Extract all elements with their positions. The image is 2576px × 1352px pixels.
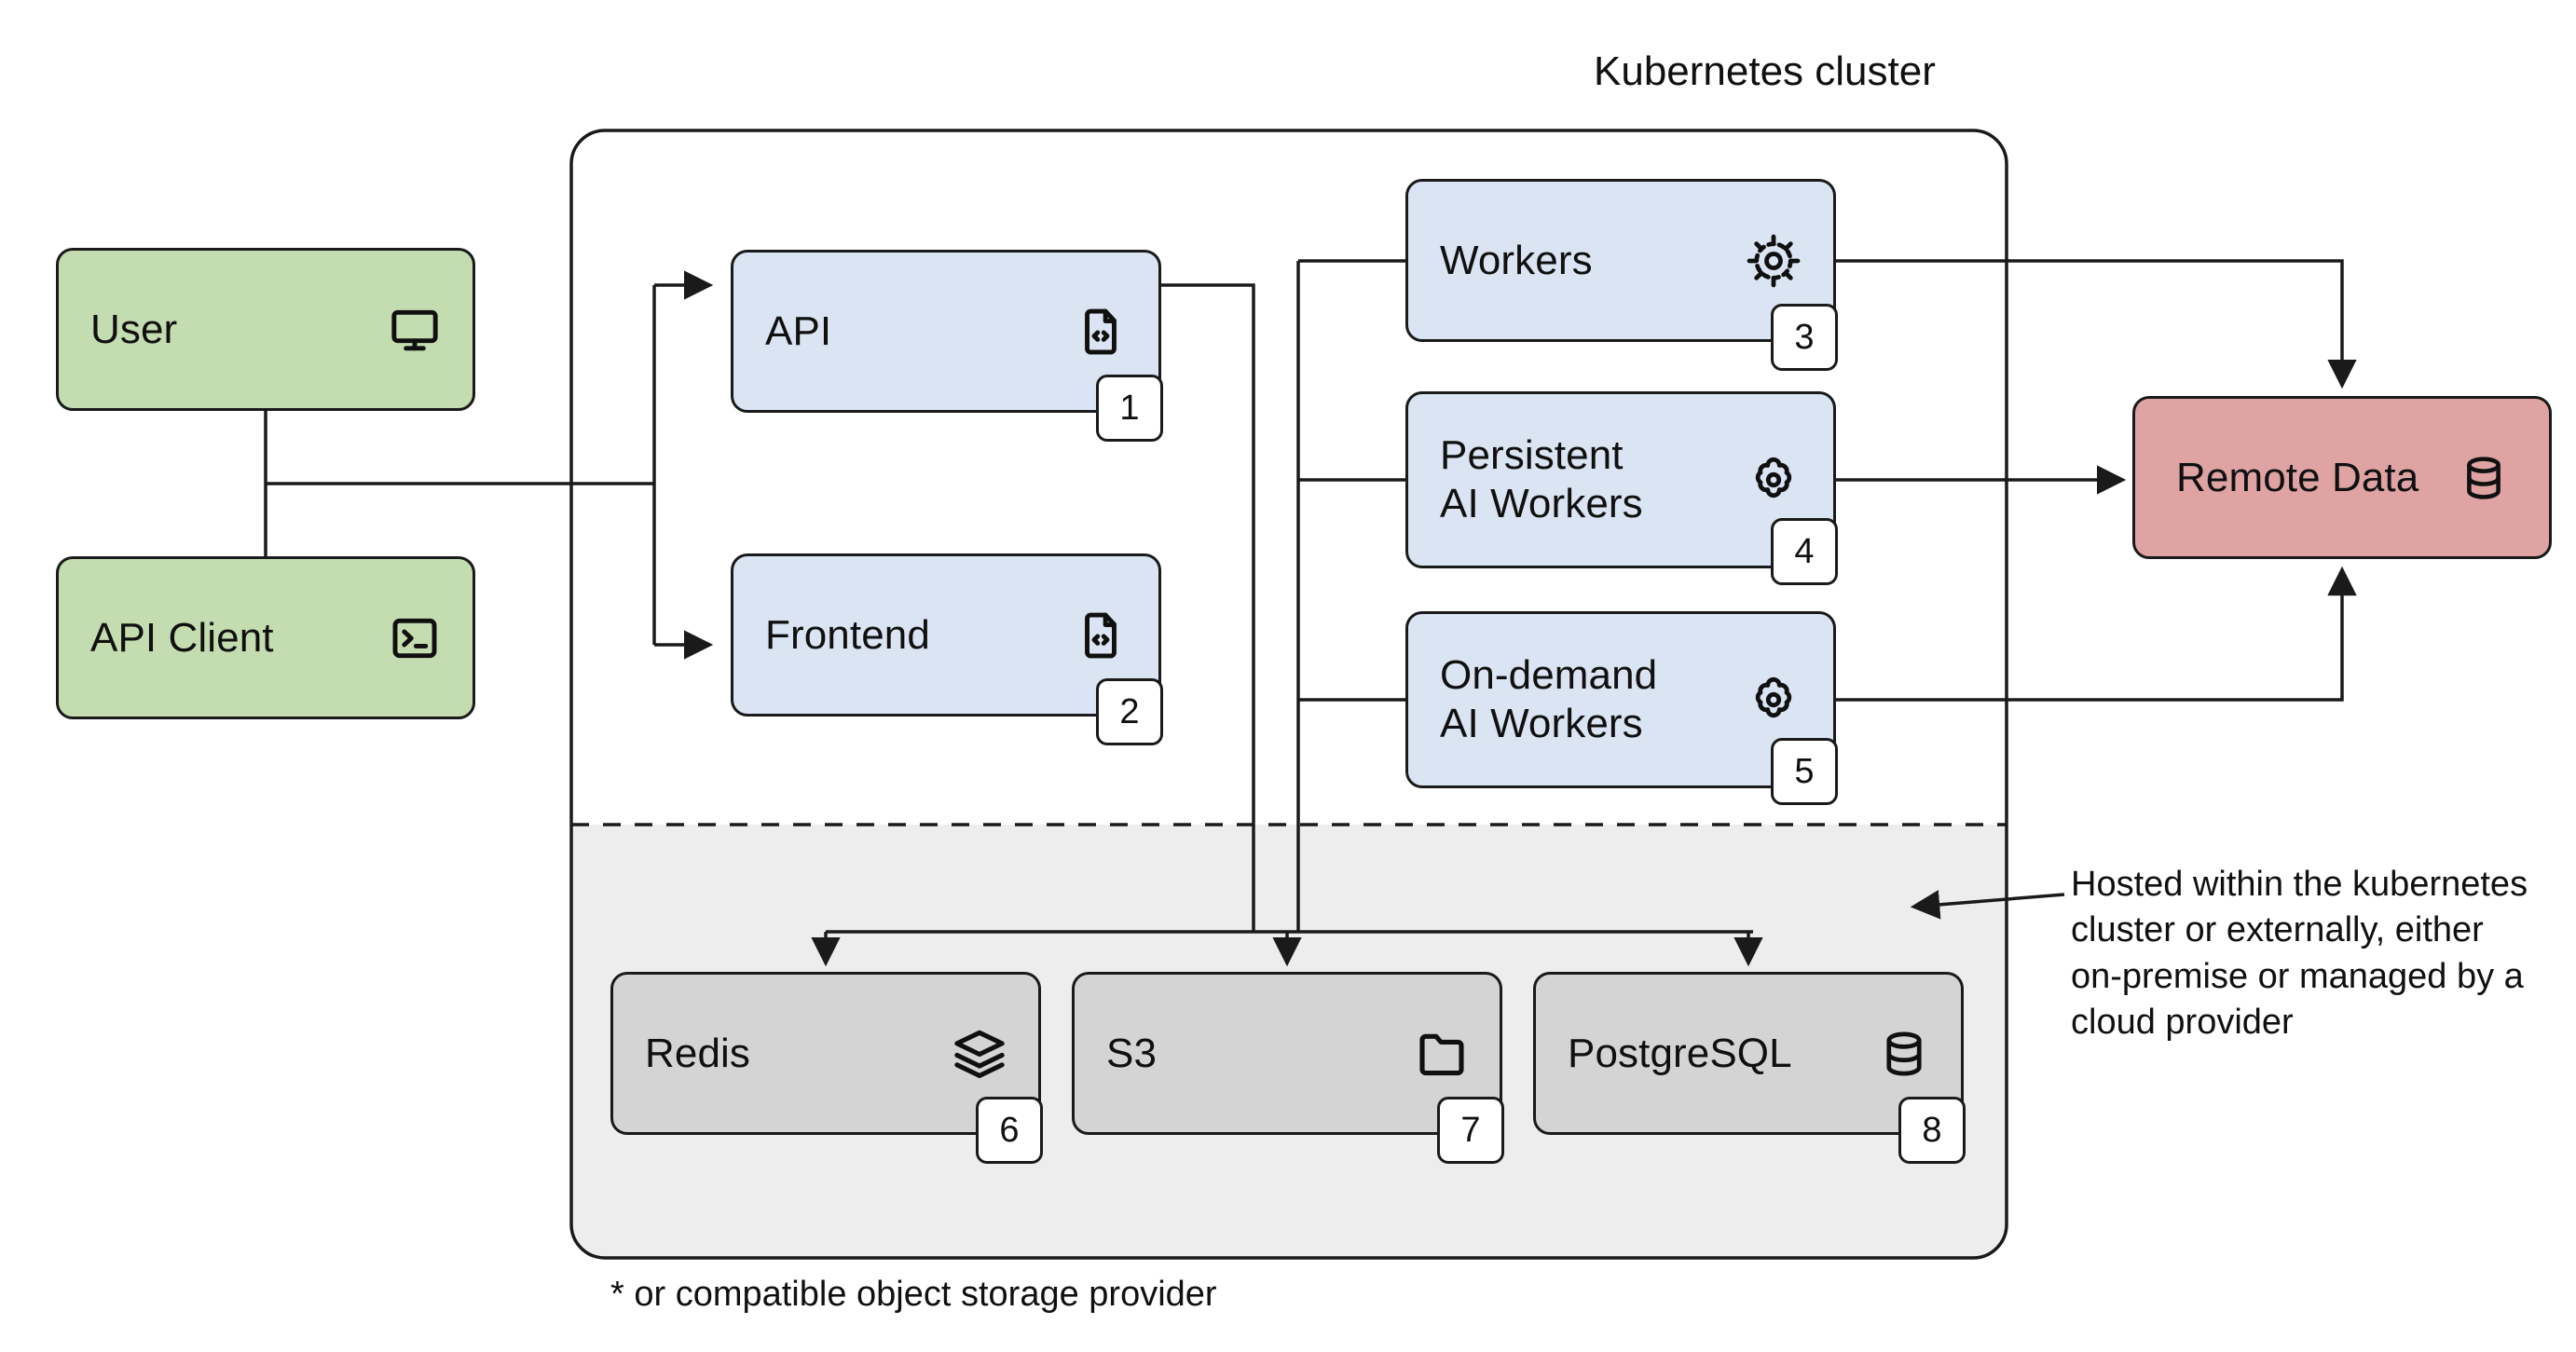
badge-redis-value: 6 — [999, 1110, 1020, 1150]
node-user[interactable]: User — [56, 248, 475, 411]
node-postgresql[interactable]: PostgreSQL — [1533, 972, 1964, 1135]
badge-api-value: 1 — [1119, 388, 1140, 428]
cog-icon — [1746, 233, 1802, 289]
storage-hosting-annotation: Hosted within the kubernetes cluster or … — [2071, 865, 2528, 1043]
brain-cog-icon — [1746, 452, 1802, 508]
layers-icon — [952, 1027, 1007, 1081]
database-icon — [1879, 1029, 1929, 1079]
monitor-icon — [389, 304, 441, 356]
badge-persistent-ai-workers-value: 4 — [1794, 531, 1815, 571]
node-frontend-label: Frontend — [765, 611, 930, 658]
node-remote-data-label: Remote Data — [2176, 454, 2419, 500]
node-api-client-label: API Client — [90, 614, 274, 661]
cluster-title: Kubernetes cluster — [1594, 48, 1936, 94]
node-workers-label: Workers — [1440, 237, 1593, 283]
badge-persistent-ai-workers: 4 — [1771, 518, 1838, 585]
node-s3[interactable]: S3 — [1072, 972, 1502, 1135]
node-frontend[interactable]: Frontend — [731, 553, 1161, 717]
object-storage-footnote: * or compatible object storage provider — [610, 1275, 1217, 1314]
node-on-demand-ai-workers[interactable]: On-demand AI Workers — [1405, 611, 1836, 788]
badge-s3-value: 7 — [1460, 1110, 1481, 1150]
badge-on-demand-ai-workers-value: 5 — [1794, 751, 1815, 791]
node-persistent-ai-workers-label: Persistent AI Workers — [1440, 432, 1643, 526]
badge-on-demand-ai-workers: 5 — [1771, 738, 1838, 805]
edge-api-to-storage-bus — [1161, 283, 1255, 932]
node-s3-label: S3 — [1106, 1030, 1158, 1076]
node-persistent-ai-workers[interactable]: Persistent AI Workers — [1405, 391, 1836, 568]
brain-cog-icon — [1746, 672, 1802, 728]
node-on-demand-ai-workers-label: On-demand AI Workers — [1440, 652, 1658, 746]
node-redis[interactable]: Redis — [610, 972, 1041, 1135]
code-file-icon — [1075, 609, 1127, 662]
node-api-client[interactable]: API Client — [56, 556, 475, 719]
edge-ondemand-to-remote-data — [1836, 566, 2357, 702]
database-icon — [2460, 454, 2508, 502]
node-workers[interactable]: Workers — [1405, 179, 1836, 342]
badge-redis: 6 — [976, 1097, 1043, 1164]
badge-postgresql-value: 8 — [1922, 1110, 1942, 1150]
badge-workers: 3 — [1771, 304, 1838, 371]
badge-s3: 7 — [1437, 1097, 1504, 1164]
code-file-icon — [1075, 306, 1127, 358]
node-user-label: User — [90, 306, 178, 352]
node-api-label: API — [765, 307, 832, 354]
terminal-icon — [389, 612, 441, 664]
node-api[interactable]: API — [731, 250, 1161, 413]
node-postgresql-label: PostgreSQL — [1568, 1030, 1792, 1076]
badge-postgresql: 8 — [1898, 1097, 1966, 1164]
badge-workers-value: 3 — [1794, 317, 1815, 357]
node-remote-data[interactable]: Remote Data — [2132, 396, 2552, 559]
badge-frontend-value: 2 — [1119, 691, 1140, 731]
node-redis-label: Redis — [645, 1030, 750, 1076]
folder-icon — [1416, 1028, 1468, 1080]
badge-api: 1 — [1096, 375, 1163, 442]
edge-workers-to-remote-data — [1836, 259, 2357, 389]
badge-frontend: 2 — [1096, 678, 1163, 745]
annotation-leader-line — [1910, 890, 2065, 920]
